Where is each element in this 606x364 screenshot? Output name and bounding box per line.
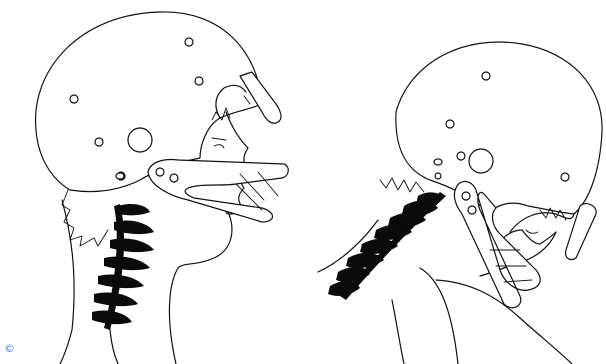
left-eyebrow [212, 138, 226, 140]
left-helmet-hole [195, 77, 203, 85]
right-cervical-spine [328, 192, 446, 300]
right-shoulder-line [392, 300, 404, 364]
right-helmet-shell [396, 42, 602, 214]
right-helmet-hole [435, 173, 441, 179]
right-face-mask-screw [468, 206, 476, 214]
right-helmet-hole [446, 120, 454, 128]
left-hair-strands [62, 190, 108, 246]
right-chin-strap-snap [434, 159, 442, 165]
right-helmet-hole [561, 173, 569, 181]
left-helmet-ear-hole [128, 128, 152, 152]
left-helmet-hole [185, 38, 193, 46]
left-helmet-hole [95, 138, 103, 146]
right-helmet-figure [318, 42, 602, 364]
left-face-mask-screw [170, 174, 178, 182]
left-face-mask-screw [156, 168, 164, 176]
right-face-mask-screw [462, 192, 470, 200]
left-throat-outline [169, 212, 232, 364]
right-helmet-hole [457, 152, 465, 160]
left-neck-outline [60, 200, 74, 364]
right-helmet-ear-hole [469, 149, 493, 173]
left-eye [214, 145, 224, 148]
right-eye [526, 230, 538, 233]
left-helmet-hole [70, 95, 78, 103]
left-face-mask [148, 160, 288, 223]
left-chin-strap-snap [116, 173, 124, 179]
right-hair-strands [380, 178, 424, 192]
right-helmet-hole [482, 72, 490, 80]
right-face-opening [510, 213, 574, 232]
copyright-mark: © [4, 343, 13, 355]
left-helmet-figure [36, 12, 289, 364]
left-cervical-spine [92, 204, 154, 330]
